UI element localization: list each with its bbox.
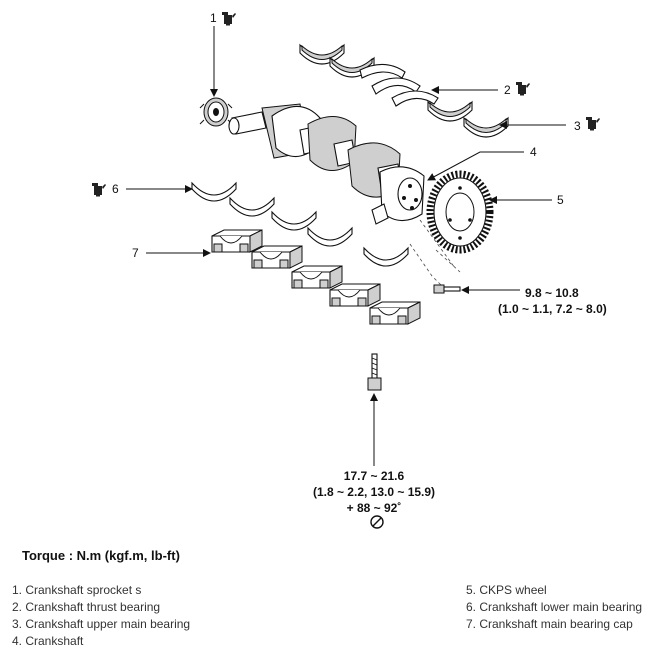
exploded-diagram: 1 2 3 4 5 6 7 9.8 ~ 10.8 (1.0 ~ 1.1, 7.2… [92, 11, 607, 529]
engine-oil-icon [516, 82, 530, 96]
legend-item: 5. CKPS wheel [466, 583, 547, 597]
callout-4: 4 [530, 145, 537, 159]
main-bearing-caps [211, 229, 421, 325]
legend-left: 1. Crankshaft sprocket s 2. Crankshaft t… [12, 582, 190, 650]
callout-6: 6 [112, 182, 119, 196]
ckps-wheel-bolt [433, 284, 461, 294]
engine-oil-icon [222, 12, 236, 26]
ckps-torque-line2: (1.0 ~ 1.1, 7.2 ~ 8.0) [498, 302, 607, 316]
callout-7: 7 [132, 246, 139, 260]
ckps-torque-line1: 9.8 ~ 10.8 [525, 286, 579, 300]
cap-torque-line2: (1.8 ~ 2.2, 13.0 ~ 15.9) [313, 485, 435, 499]
legend-item: 7. Crankshaft main bearing cap [466, 617, 633, 631]
main-bearing-cap-bolt [367, 353, 382, 391]
callout-1: 1 [210, 11, 217, 25]
legend-item: 2. Crankshaft thrust bearing [12, 600, 161, 614]
legend-item: 4. Crankshaft [12, 634, 84, 648]
callout-3: 3 [574, 119, 581, 133]
legend-item: 3. Crankshaft upper main bearing [12, 617, 191, 631]
prohibition-icon [370, 515, 384, 529]
callout-2: 2 [504, 83, 511, 97]
engine-oil-icon [586, 117, 600, 131]
legend-item: 1. Crankshaft sprocket s [12, 583, 142, 597]
cap-torque-line1: 17.7 ~ 21.6 [344, 469, 405, 483]
legend-item: 6. Crankshaft lower main bearing [466, 600, 643, 614]
cap-torque-line3: + 88 ~ 92˚ [347, 501, 402, 515]
torque-heading: Torque : N.m (kgf.m, lb-ft) [22, 548, 180, 563]
crankshaft-sprocket [199, 97, 233, 127]
legend-right: 5. CKPS wheel 6. Crankshaft lower main b… [466, 582, 642, 633]
thrust-bearing [359, 63, 439, 107]
engine-oil-icon [92, 183, 106, 197]
crankshaft [228, 103, 425, 225]
ckps-wheel [426, 170, 494, 254]
callout-5: 5 [557, 193, 564, 207]
